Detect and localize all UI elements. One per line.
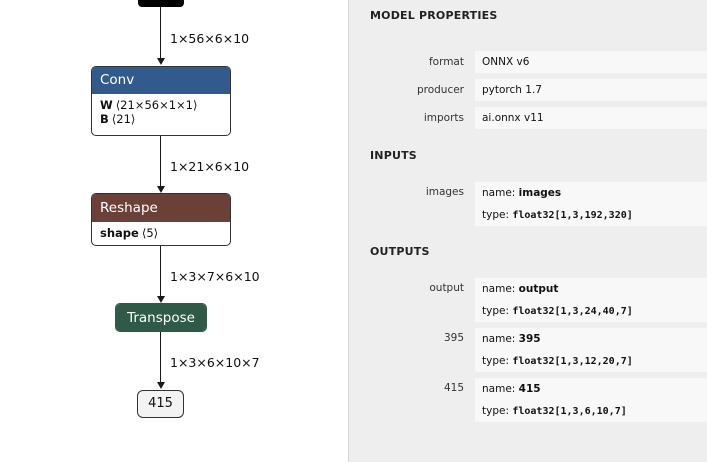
node-reshape-attributes: shape⟨5⟩ [92, 222, 230, 242]
arrow-head-icon [157, 58, 165, 65]
input-type: type: float32[1,3,192,320] [475, 204, 707, 226]
property-key-imports: imports [423, 112, 464, 124]
edge-shape-label: 1×3×6×10×7 [170, 355, 260, 370]
outputs-heading: OUTPUTS [370, 245, 430, 258]
node-conv-attributes: W⟨21×56×1×1⟩ B⟨21⟩ [92, 94, 230, 128]
output-name: name: 415 [475, 378, 707, 400]
node-transpose[interactable]: Transpose [115, 303, 207, 332]
edge-line [160, 136, 162, 188]
inputs-heading: INPUTS [370, 149, 417, 162]
input-key-images: images [425, 186, 464, 198]
edge-line [160, 6, 162, 60]
arrow-head-icon [157, 296, 165, 303]
property-key-producer: producer [416, 84, 464, 96]
graph-canvas[interactable]: 1×56×6×10 Conv W⟨21×56×1×1⟩ B⟨21⟩ 1×21×6… [0, 0, 349, 462]
input-name: name: images [475, 182, 707, 204]
node-reshape[interactable]: Reshape shape⟨5⟩ [91, 193, 231, 246]
output-key-output: output [429, 282, 464, 294]
node-conv-title: Conv [92, 67, 230, 94]
edge-shape-label: 1×21×6×10 [170, 159, 250, 174]
output-type: type: float32[1,3,12,20,7] [475, 350, 707, 372]
property-value-imports: ai.onnx v11 [475, 107, 707, 129]
output-name: name: 395 [475, 328, 707, 350]
attribute-row: W⟨21×56×1×1⟩ [100, 98, 198, 112]
previous-node[interactable] [138, 0, 184, 7]
node-conv[interactable]: Conv W⟨21×56×1×1⟩ B⟨21⟩ [91, 66, 231, 136]
output-key-415: 415 [443, 382, 464, 394]
property-value-format: ONNX v6 [475, 51, 707, 73]
properties-panel: MODEL PROPERTIES format ONNX v6 producer… [348, 0, 707, 462]
node-output-415[interactable]: 415 [137, 390, 184, 418]
output-key-395: 395 [443, 332, 464, 344]
property-value-producer: pytorch 1.7 [475, 79, 707, 101]
node-reshape-title: Reshape [92, 194, 230, 222]
arrow-head-icon [157, 382, 165, 389]
output-type: type: float32[1,3,24,40,7] [475, 300, 707, 322]
property-key-format: format [428, 56, 464, 68]
attribute-row: B⟨21⟩ [100, 112, 136, 126]
arrow-head-icon [157, 186, 165, 193]
node-transpose-title: Transpose [116, 304, 206, 331]
edge-line [160, 246, 162, 298]
attribute-row: shape⟨5⟩ [100, 226, 159, 240]
edge-line [160, 332, 162, 384]
edge-shape-label: 1×3×7×6×10 [170, 269, 260, 284]
output-type: type: float32[1,3,6,10,7] [475, 400, 707, 422]
edge-shape-label: 1×56×6×10 [170, 31, 250, 46]
output-name: name: output [475, 278, 707, 300]
model-properties-heading: MODEL PROPERTIES [370, 9, 498, 22]
